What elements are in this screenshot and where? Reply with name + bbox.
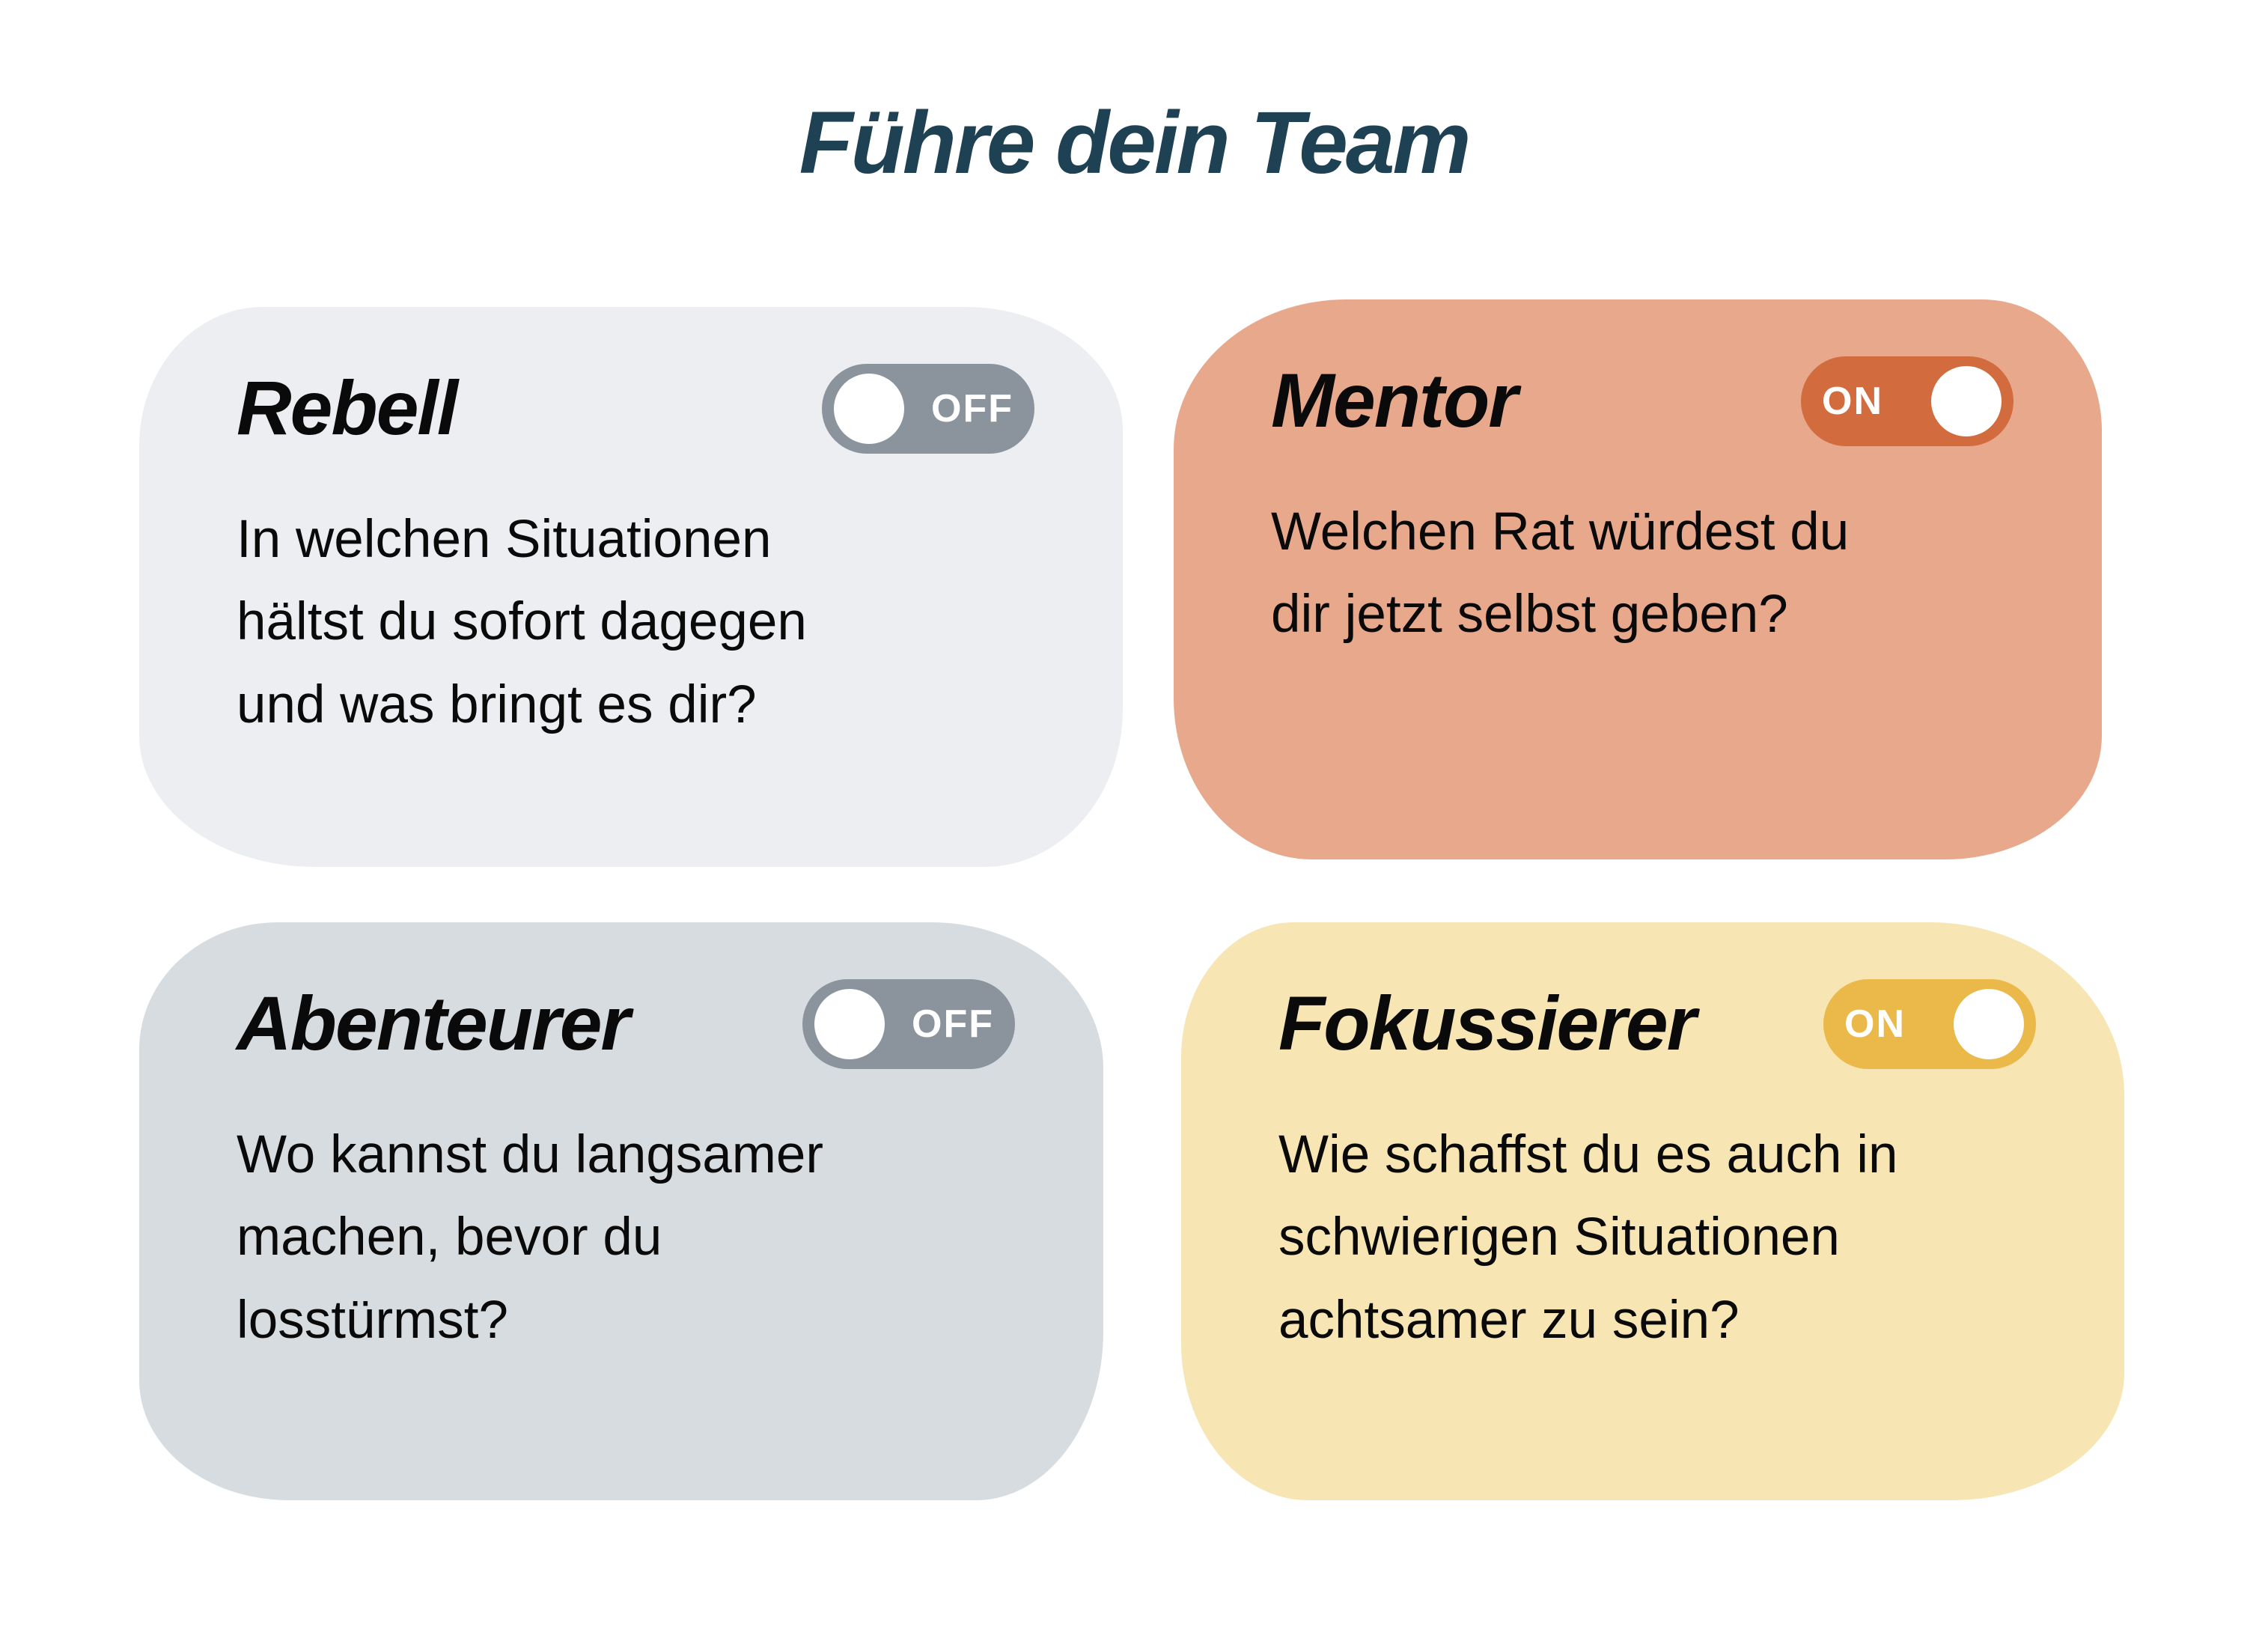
card-rebell-header: Rebell OFF — [237, 361, 1034, 457]
card-rebell-question: In welchen Situationen hältst du sofort … — [237, 509, 807, 735]
card-abenteurer-question: Wo kannst du langsamer machen, bevor du … — [237, 1124, 824, 1351]
card-abenteurer-title: Abenteurer — [237, 981, 630, 1066]
abenteurer-toggle-state-label: OFF — [912, 1002, 994, 1046]
toggle-knob-icon — [834, 373, 904, 444]
card-fokussierer-header: Fokussierer ON — [1278, 976, 2036, 1072]
card-fokussierer-question: Wie schaffst du es auch in schwierigen S… — [1278, 1124, 1898, 1351]
toggle-knob-icon — [1954, 988, 2024, 1059]
card-fokussierer: Fokussierer ON Wie schaffst du es auch i… — [1181, 922, 2124, 1500]
card-mentor-question: Welchen Rat würdest du dir jetzt selbst … — [1271, 502, 1850, 645]
abenteurer-toggle[interactable]: OFF — [802, 978, 1015, 1069]
card-abenteurer: Abenteurer OFF Wo kannst du langsamer ma… — [139, 922, 1103, 1500]
mentor-toggle[interactable]: ON — [1801, 356, 2014, 446]
card-mentor-title: Mentor — [1271, 358, 1518, 443]
rebell-toggle[interactable]: OFF — [822, 363, 1034, 454]
fokussierer-toggle[interactable]: ON — [1823, 978, 2036, 1069]
card-fokussierer-title: Fokussierer — [1278, 981, 1696, 1066]
toggle-knob-icon — [1931, 365, 2002, 436]
card-abenteurer-header: Abenteurer OFF — [237, 976, 1015, 1072]
page-title: Führe dein Team — [799, 94, 1472, 192]
card-rebell-title: Rebell — [237, 365, 458, 451]
toggle-knob-icon — [814, 988, 885, 1059]
fokussierer-toggle-state-label: ON — [1844, 1002, 1906, 1046]
card-mentor-header: Mentor ON — [1271, 353, 2014, 449]
rebell-toggle-state-label: OFF — [931, 386, 1013, 430]
mentor-toggle-state-label: ON — [1822, 379, 1883, 423]
card-rebell: Rebell OFF In welchen Situationen hältst… — [139, 307, 1123, 867]
card-mentor: Mentor ON Welchen Rat würdest du dir jet… — [1174, 299, 2102, 859]
